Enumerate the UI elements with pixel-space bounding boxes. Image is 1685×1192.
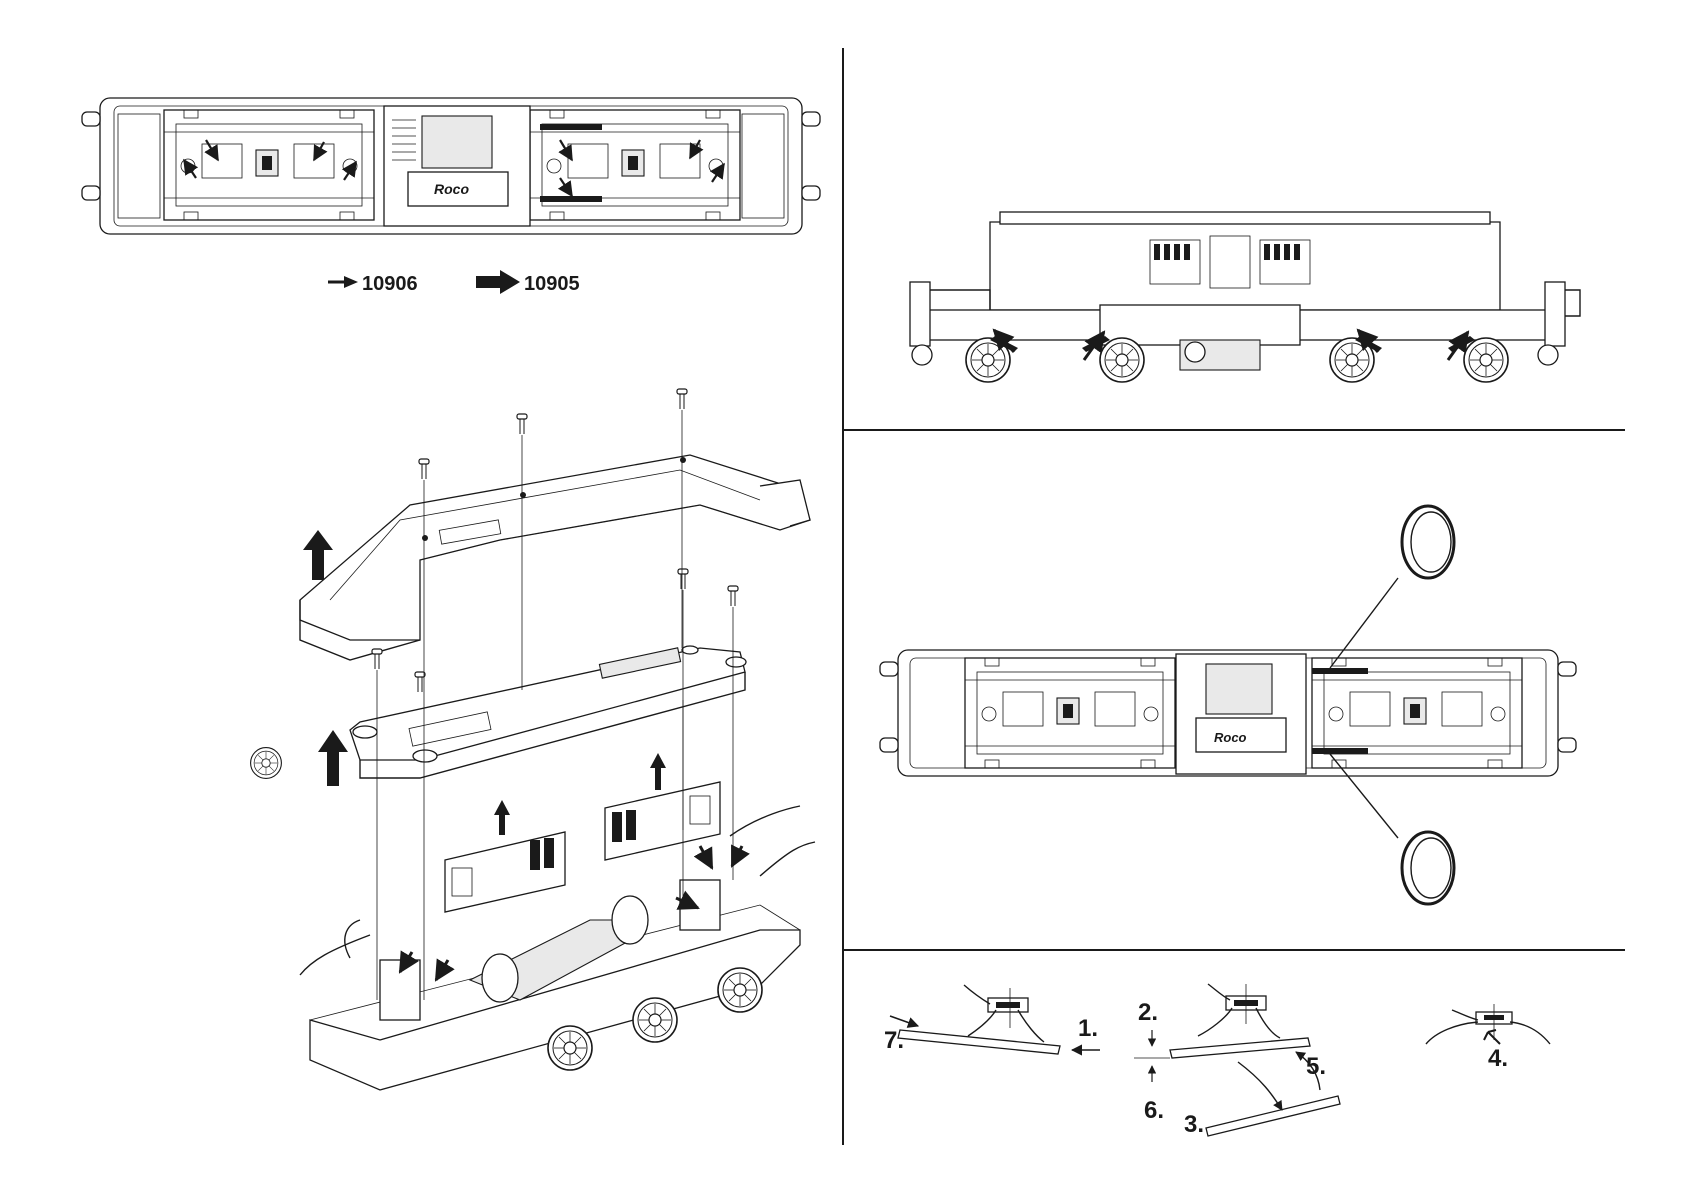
step-label-1: 1. [1078,1015,1098,1042]
screw-6 [372,649,382,669]
traction-tyre-band-bottom [540,196,602,202]
locomotive-side-view [910,212,1580,382]
screw-3 [419,459,429,479]
step-label-3: 3. [1184,1111,1204,1138]
screw-2 [677,389,687,409]
roco-logo-top: Roco [434,181,469,197]
part-number-legend: 10906 10905 [328,270,580,295]
centre-motor-block: Roco [384,106,530,226]
screw-5 [728,586,738,606]
step-label-5: 5. [1306,1053,1326,1080]
step-group-a: 1. 7. [884,985,1100,1054]
roco-logo-mid: Roco [1214,730,1247,745]
large-arrow-icon [476,270,520,294]
side-window-panel-left [445,832,565,912]
chassis-with-motor [251,748,815,1090]
step-label-6: 6. [1144,1097,1164,1124]
part-number-small: 10906 [362,273,418,295]
step-label-7: 7. [884,1027,904,1054]
screw-1 [517,414,527,434]
contact-replacement-steps: 1. 7. 2. 5. 6. 3. [884,984,1550,1138]
step-label-2: 2. [1138,999,1158,1026]
underside-traction-tyre-view: Roco [880,506,1576,904]
step-label-4: 4. [1488,1045,1508,1072]
traction-tyre-lower [1312,748,1368,754]
top-cover-shell [300,455,810,660]
part-number-large: 10905 [524,273,580,295]
small-arrow-icon [328,276,358,288]
locomotive-underside-view: Roco [82,98,820,234]
traction-tyre-ring-top [1402,506,1454,578]
screw-7 [415,672,425,692]
screw-4 [678,569,688,589]
traction-tyre-ring-bottom [1402,832,1454,904]
traction-tyre-band-top [540,124,602,130]
traction-tyre-upper [1312,668,1368,674]
step-group-c: 4. [1426,1004,1550,1072]
step-group-b: 2. 5. 6. 3. [1134,984,1340,1138]
frame-top-plate [350,646,746,778]
exploded-disassembly-diagram [251,389,815,1090]
